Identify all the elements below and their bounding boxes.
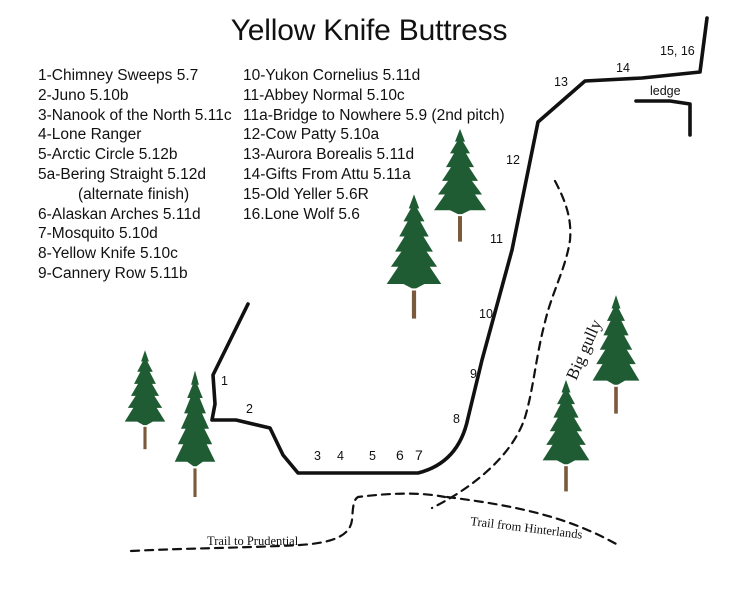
route-number-label: 2: [246, 402, 253, 416]
route-legend-item: 11a-Bridge to Nowhere 5.9 (2nd pitch): [243, 106, 505, 124]
pine-tree-icon: [434, 128, 486, 242]
ledge-label: ledge: [650, 84, 681, 98]
route-number-label: 4: [337, 449, 344, 463]
route-number-label: 1: [221, 374, 228, 388]
route-legend-item: 7-Mosquito 5.10d: [38, 225, 158, 243]
route-legend-item: 3-Nanook of the North 5.11c: [38, 106, 232, 124]
route-number-label: 6: [396, 447, 404, 463]
trail-to-prudential-label: Trail to Prudential: [207, 534, 299, 548]
pine-tree-icon: [124, 350, 166, 450]
route-legend-note: (alternate finish): [78, 185, 190, 203]
route-number-label: 7: [415, 447, 423, 463]
big-gully-line: [430, 179, 572, 510]
route-number-label: 9: [470, 367, 477, 381]
route-legend-item: 9-Cannery Row 5.11b: [38, 264, 188, 282]
route-number-label: 11: [490, 232, 503, 246]
route-legend-left: 1-Chimney Sweeps 5.7 2-Juno 5.10b 3-Nano…: [38, 66, 232, 284]
route-legend-item: 6-Alaskan Arches 5.11d: [38, 205, 201, 223]
route-legend-item: 8-Yellow Knife 5.10c: [38, 245, 178, 263]
pine-tree-icon: [592, 295, 640, 414]
route-number-label: 14: [616, 61, 630, 75]
trail-to-prudential-line: [129, 492, 447, 553]
trail-from-hinterlands-label: Trail from Hinterlands: [470, 514, 584, 542]
route-legend-item: 5a-Bering Straight 5.12d: [38, 165, 207, 183]
route-number-label: 12: [506, 153, 520, 167]
route-legend-item: 5-Arctic Circle 5.12b: [38, 146, 178, 164]
route-number-label: 5: [369, 449, 376, 463]
route-legend-item: 13-Aurora Borealis 5.11d: [243, 146, 415, 164]
route-legend-item: 12-Cow Patty 5.10a: [243, 126, 380, 144]
route-number-label: 13: [554, 75, 568, 89]
route-legend-item: 11-Abbey Normal 5.10c: [243, 86, 405, 104]
map-title: Yellow Knife Buttress: [230, 14, 508, 47]
route-number-label: 10: [479, 307, 493, 321]
route-number-label: 15, 16: [660, 44, 695, 58]
ledge-line: [634, 99, 692, 137]
pine-tree-icon: [542, 379, 590, 492]
pine-tree-icon: [386, 194, 442, 319]
route-legend-item: 1-Chimney Sweeps 5.7: [38, 67, 199, 84]
route-legend-item: 16.Lone Wolf 5.6: [243, 205, 360, 223]
route-legend-right: 10-Yukon Cornelius 5.11d 11-Abbey Normal…: [243, 66, 505, 224]
route-legend-item: 15-Old Yeller 5.6R: [243, 185, 369, 203]
route-legend-item: 2-Juno 5.10b: [38, 86, 129, 104]
route-number-label: 8: [453, 412, 460, 426]
route-legend-item: 14-Gifts From Attu 5.11a: [243, 165, 411, 183]
cliff-outline: [210, 16, 709, 475]
route-number-label: 3: [314, 449, 321, 463]
route-legend-item: 4-Lone Ranger: [38, 126, 142, 144]
pine-tree-icon: [174, 370, 216, 497]
trail-from-hinterlands-line: [445, 495, 620, 547]
route-legend-item: 10-Yukon Cornelius 5.11d: [243, 67, 421, 84]
